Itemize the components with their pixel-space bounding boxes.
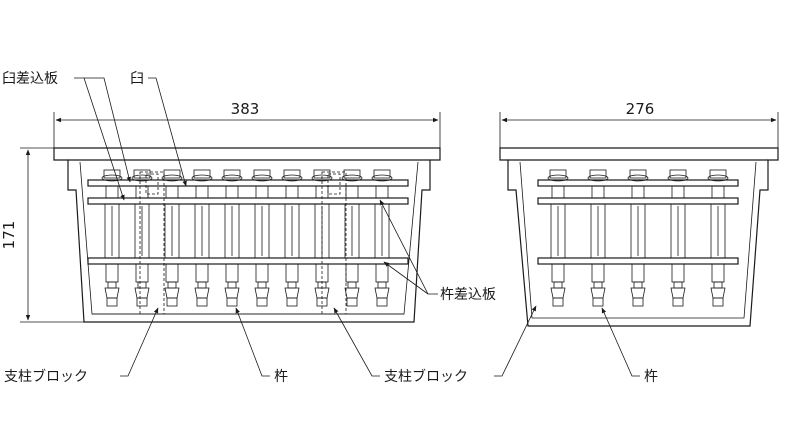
support-block-cap-left: [145, 173, 159, 195]
front-pestle-4: [221, 169, 243, 307]
support-block-cap-right: [327, 173, 341, 195]
side-pestle-1: [587, 169, 609, 307]
side-pestles: [547, 169, 729, 307]
side-pestle-2: [627, 169, 649, 307]
label-pestle-plate: 杵差込板: [440, 287, 496, 303]
dim-front-width: 383: [231, 100, 260, 118]
leader-pestle-right: [601, 307, 640, 377]
pestle-plate-lower-side: [537, 257, 739, 265]
front-pestle-3: [191, 169, 213, 307]
pestle-plate-lower-front: [87, 257, 409, 265]
front-pestle-8: [341, 169, 363, 307]
front-pestle-5: [251, 169, 273, 307]
leader-support-block-side: [494, 305, 537, 377]
side-view: 276: [499, 100, 779, 327]
support-block-right-front: [321, 171, 347, 315]
front-pestle-0: [101, 169, 123, 307]
label-support-block-left: 支柱ブロック: [4, 368, 88, 385]
dim-side-width: 276: [626, 100, 655, 118]
pestle-plate-upper-front: [87, 197, 409, 205]
label-pestle-left: 杵: [274, 369, 288, 385]
label-mortar: 臼: [130, 71, 144, 87]
front-pestle-2: [161, 169, 183, 307]
pestle-plate-upper-side: [537, 197, 739, 205]
dim-height: 171: [0, 221, 18, 250]
support-block-left-front: [139, 171, 165, 315]
front-frame-outline: [53, 147, 441, 323]
leader-support-block-right: [333, 307, 380, 377]
side-inner-wall: [519, 161, 757, 319]
side-pestle-0: [547, 169, 569, 307]
side-pestle-3: [667, 169, 689, 307]
front-pestles: [101, 169, 393, 307]
leader-pestle-plate-2: [383, 261, 429, 295]
leader-pestle-left: [235, 307, 270, 377]
leader-mortar: [148, 77, 187, 187]
front-pestle-9: [371, 169, 393, 307]
front-pestle-6: [281, 169, 303, 307]
label-mortar-plate: 臼差込板: [2, 71, 58, 87]
mortar-plate-front: [87, 179, 409, 187]
side-pestle-4: [707, 169, 729, 307]
front-view: 383 171: [0, 100, 441, 323]
leader-mortar-plate-2: [84, 77, 131, 183]
side-frame-outline: [499, 147, 779, 327]
front-inner-wall: [79, 161, 419, 315]
leaders: [74, 77, 640, 377]
leader-support-block-left: [120, 307, 159, 377]
label-pestle-right: 杵: [644, 369, 658, 385]
front-pestle-1: [131, 169, 153, 307]
label-support-block-right: 支柱ブロック: [384, 368, 468, 385]
